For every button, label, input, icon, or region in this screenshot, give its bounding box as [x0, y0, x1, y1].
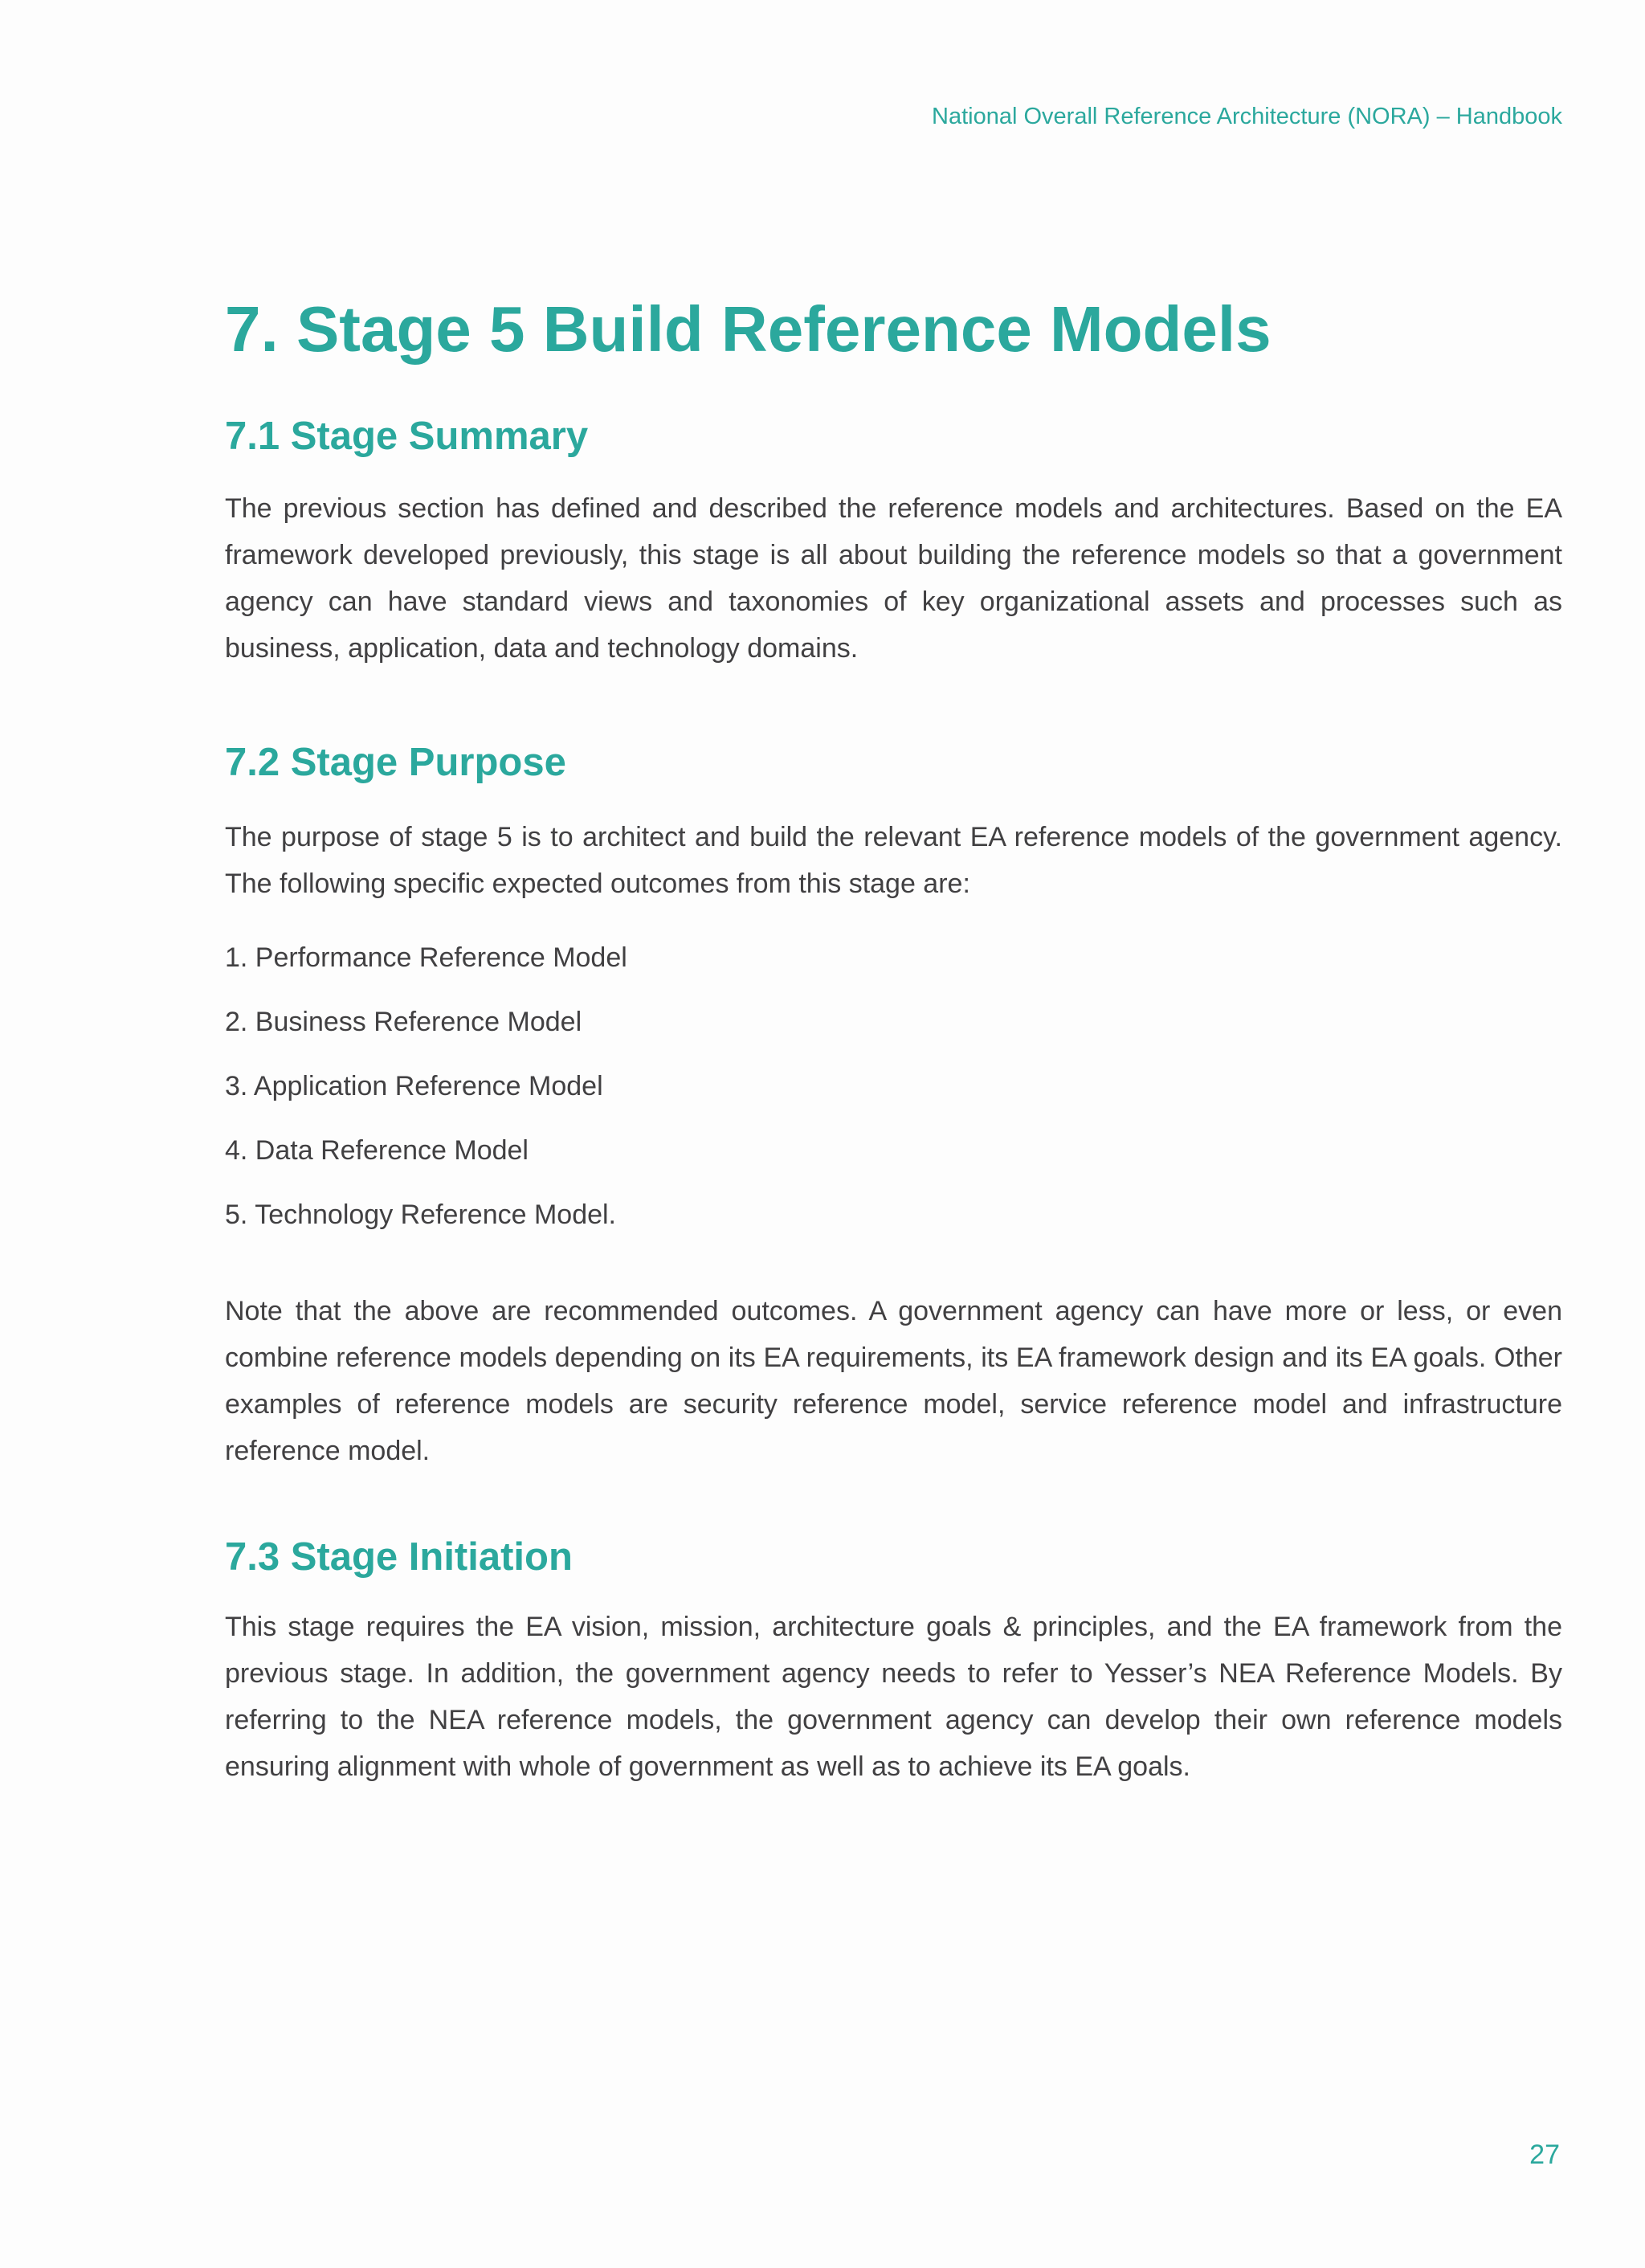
page-number: 27 [1529, 2139, 1560, 2170]
running-header: National Overall Reference Architecture … [932, 104, 1562, 129]
section-stage-initiation: 7.3 Stage Initiation This stage requires… [225, 1534, 1562, 1790]
list-item-performance-reference-model: 1. Performance Reference Model [225, 942, 627, 973]
list-item-technology-reference-model: 5. Technology Reference Model. [225, 1199, 617, 1230]
section-stage-purpose: 7.2 Stage Purpose The purpose of stage 5… [225, 740, 1562, 1474]
section-heading-7-1: 7.1 Stage Summary [225, 415, 589, 458]
stage-summary-paragraph: The previous section has defined and des… [225, 493, 1562, 664]
section-stage-summary: 7.1 Stage Summary The previous section h… [225, 414, 1562, 672]
section-heading-7-2: 7.2 Stage Purpose [225, 741, 566, 784]
page-title: 7. Stage 5 Build Reference Models [225, 293, 1272, 365]
stage-initiation-paragraph: This stage requires the EA vision, missi… [225, 1612, 1562, 1782]
list-item-data-reference-model: 4. Data Reference Model [225, 1135, 529, 1166]
expected-outcomes-list: 1. Performance Reference Model 2. Busine… [225, 934, 1562, 1238]
section-heading-7-3: 7.3 Stage Initiation [225, 1535, 573, 1579]
stage-purpose-intro-paragraph: The purpose of stage 5 is to architect a… [225, 822, 1562, 899]
stage-purpose-note-paragraph: Note that the above are recommended outc… [225, 1296, 1562, 1466]
list-item-application-reference-model: 3. Application Reference Model [225, 1071, 603, 1101]
list-item-business-reference-model: 2. Business Reference Model [225, 1007, 582, 1037]
